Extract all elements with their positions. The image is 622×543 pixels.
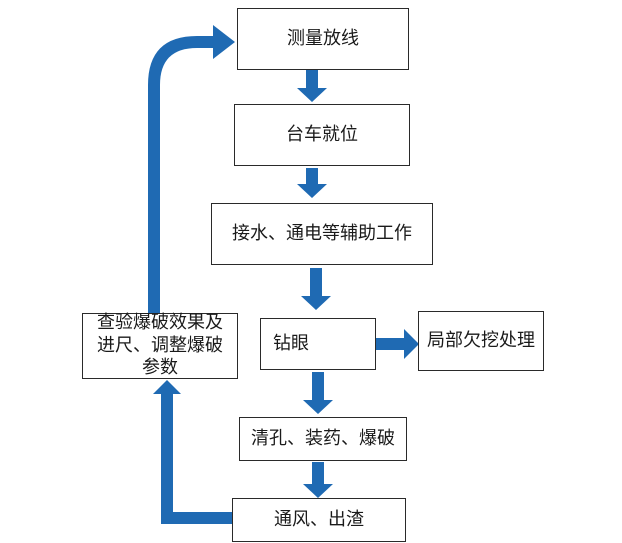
step-water-power: 接水、通电等辅助工作 — [211, 203, 433, 265]
step-load-blast-label: 清孔、装药、爆破 — [251, 427, 395, 449]
step-drill-label: 钻眼 — [273, 332, 309, 354]
step-survey-label: 测量放线 — [287, 27, 359, 49]
step-ventilate-label: 通风、出渣 — [274, 508, 364, 530]
arrow-drill-to-underbreak — [376, 329, 419, 359]
step-trolley: 台车就位 — [234, 104, 410, 166]
step-survey: 测量放线 — [237, 8, 409, 70]
arrow-drill-to-load-blast — [303, 372, 333, 414]
step-drill: 钻眼 — [260, 318, 376, 370]
step-underbreak-label: 局部欠挖处理 — [427, 329, 535, 351]
arrow-water-power-to-drill — [301, 268, 331, 310]
arrow-load-blast-to-ventilate — [303, 462, 333, 498]
arrow-survey-to-trolley — [297, 70, 327, 102]
arrow-check-to-survey — [148, 25, 235, 318]
arrow-trolley-to-water-power — [297, 168, 327, 198]
step-load-blast: 清孔、装药、爆破 — [239, 417, 407, 461]
arrow-ventilate-to-check — [153, 380, 232, 524]
step-underbreak: 局部欠挖处理 — [418, 311, 544, 371]
step-ventilate: 通风、出渣 — [232, 498, 406, 542]
step-water-power-label: 接水、通电等辅助工作 — [232, 222, 412, 244]
step-trolley-label: 台车就位 — [286, 123, 358, 145]
step-check-adjust-label: 查验爆破效果及进尺、调整爆破参数 — [97, 312, 223, 379]
step-check-adjust: 查验爆破效果及进尺、调整爆破参数 — [82, 312, 238, 379]
